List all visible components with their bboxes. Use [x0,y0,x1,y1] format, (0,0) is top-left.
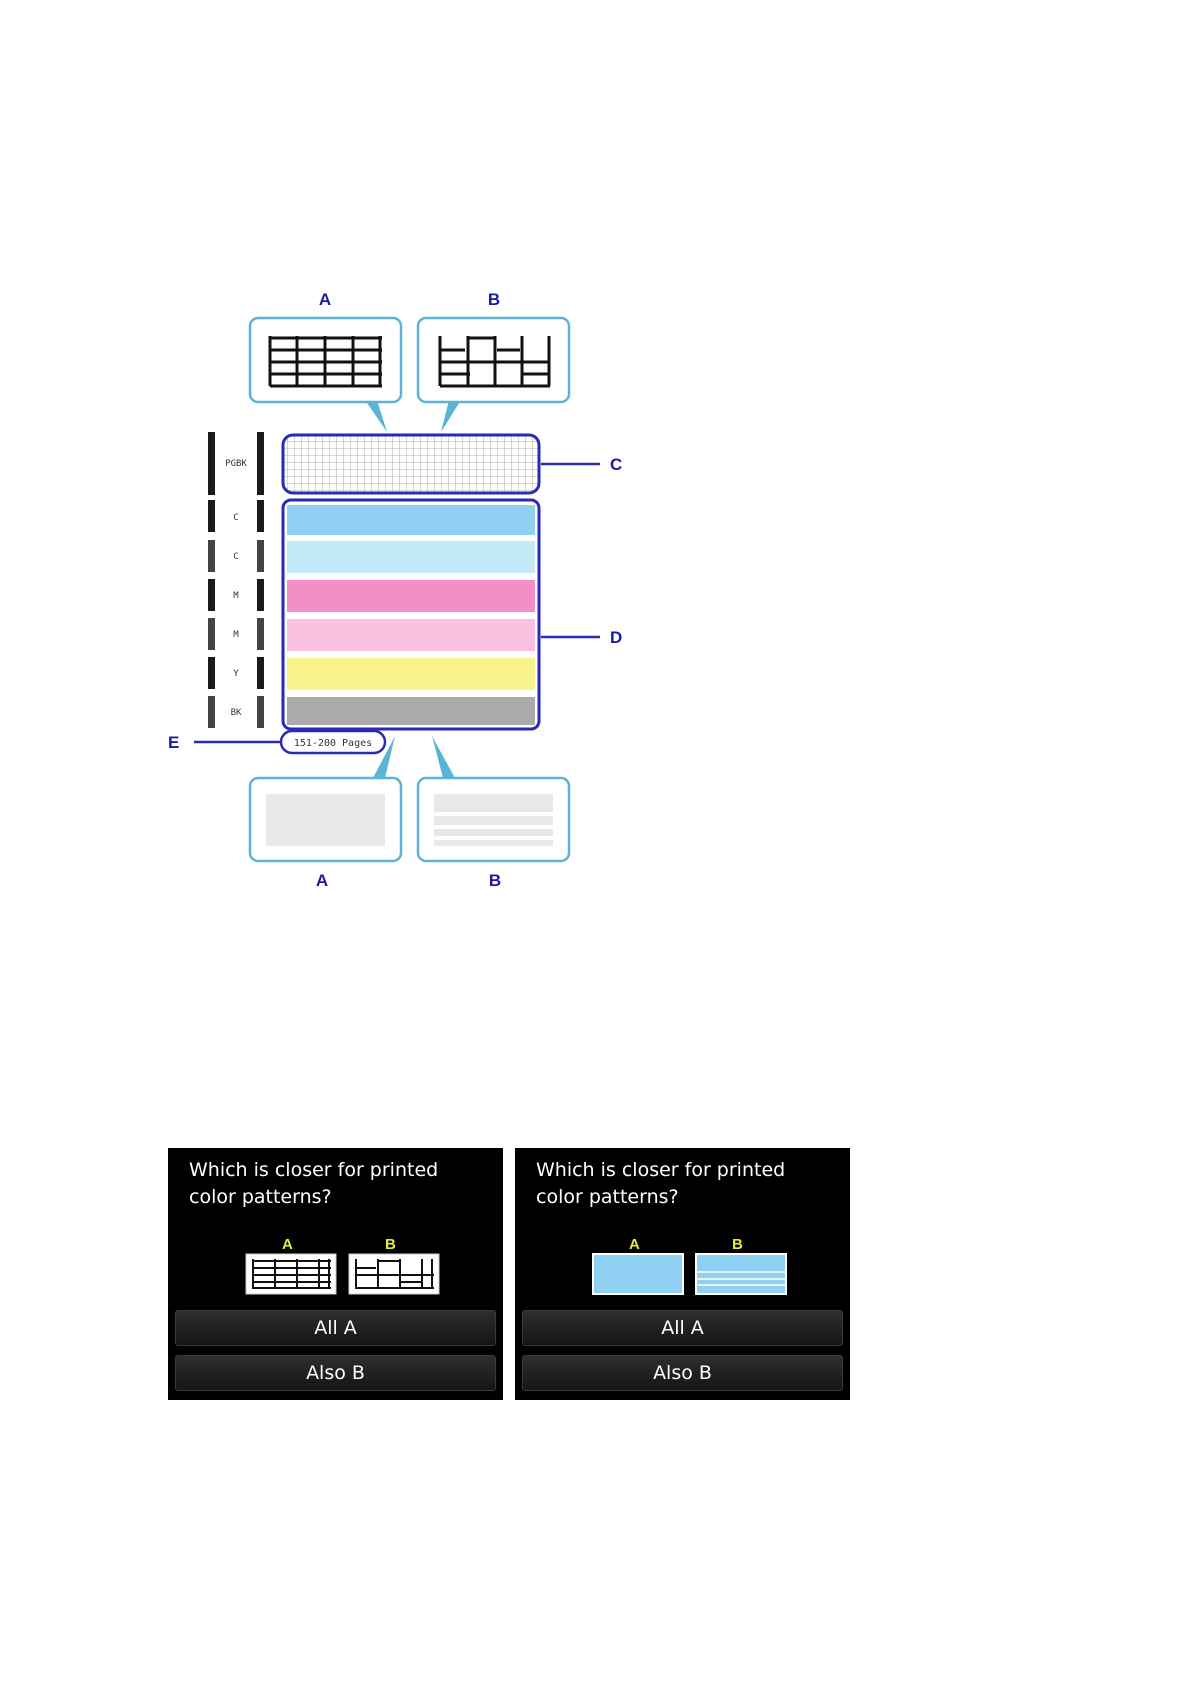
stripe-light-magenta [287,619,535,651]
nozzle-pattern-b-icon [348,1253,440,1295]
pattern-c-grid [281,433,541,495]
nozzle-pattern-b-icon [438,336,551,388]
all-a-button[interactable]: All A [522,1310,843,1346]
stripe-light-cyan [287,541,535,573]
callout-top-b [416,316,571,432]
row-label-y: Y [233,669,239,679]
callout-top-a [248,316,403,432]
solid-color-a-icon [592,1253,684,1295]
callout-top-b-label: B [488,290,500,309]
option-b-label: B [732,1236,743,1253]
nozzle-pattern-a-icon [268,336,382,388]
option-a-label: A [629,1236,640,1253]
callout-bottom-a-label: A [316,871,328,890]
question-line-1: Which is closer for printed [189,1159,439,1181]
callout-bottom-b-label: B [489,871,501,890]
question-line-1: Which is closer for printed [536,1159,786,1181]
row-label-c-light: C [233,552,238,562]
row-label-m: M [233,591,239,601]
page-count-oval [279,729,387,755]
streaked-pattern-b-icon [434,794,553,846]
row-markers [208,432,264,728]
option-b-label: B [385,1236,396,1253]
row-label-m-light: M [233,630,239,640]
also-b-button[interactable]: Also B [522,1355,843,1391]
callout-bottom-a [248,736,403,863]
row-label-c: C [233,513,238,523]
callout-top-a-label: A [319,290,331,309]
callout-e-label: E [168,733,179,752]
streaked-color-b-icon [695,1253,787,1295]
question-line-2: color patterns? [536,1186,679,1208]
page-count-text: 151-200 Pages [294,738,372,749]
callout-c-label: C [610,455,622,474]
question-line-2: color patterns? [189,1186,332,1208]
all-a-button[interactable]: All A [175,1310,496,1346]
nozzle-pattern-a-icon [245,1253,337,1295]
row-label-bk: BK [231,708,242,718]
question-text: Which is closer for printed color patter… [536,1157,836,1211]
pattern-d-color-stripes [281,498,541,731]
solid-pattern-a-icon [266,794,385,846]
option-a-label: A [282,1236,293,1253]
printer-screen-pattern: Which is closer for printed color patter… [168,1148,503,1400]
also-b-button[interactable]: Also B [175,1355,496,1391]
stripe-cyan [287,505,535,535]
stripe-black [287,697,535,725]
stripe-yellow [287,658,535,690]
callout-bottom-b [416,736,571,863]
stripe-magenta [287,580,535,612]
callout-d-label: D [610,628,622,647]
question-text: Which is closer for printed color patter… [189,1157,489,1211]
row-label-pgbk: PGBK [225,459,247,469]
printer-screen-color: Which is closer for printed color patter… [515,1148,850,1400]
